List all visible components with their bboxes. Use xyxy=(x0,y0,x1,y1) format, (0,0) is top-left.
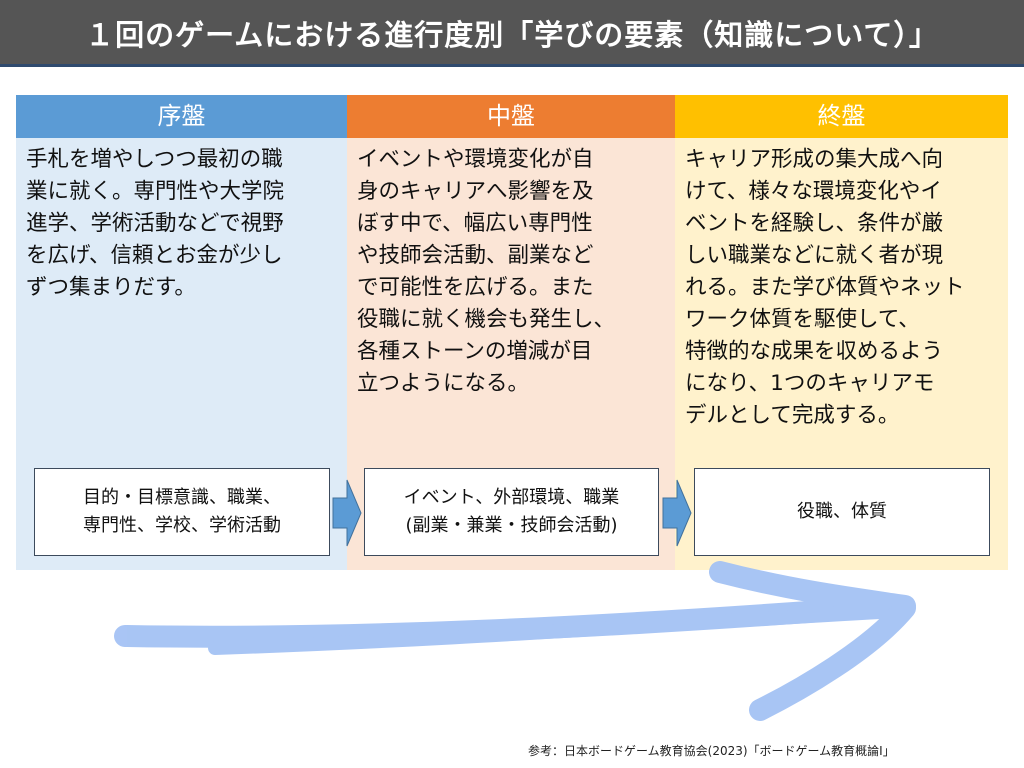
text-line: ぼす中で、幅広い専門性 xyxy=(357,211,593,236)
text-line: ワーク体質を駆使して、 xyxy=(685,307,920,332)
box-text-line: (副業・兼業・技師会活動) xyxy=(405,515,618,536)
column-text: キャリア形成の集大成へ向けて、様々な環境変化やイベントを経験し、条件が厳しい職業… xyxy=(675,138,1008,432)
elements-box-early: 目的・目標意識、職業、専門性、学校、学術活動 xyxy=(34,468,330,556)
text-line: 手札を増やしつつ最初の職 xyxy=(26,147,283,172)
elements-box-late: 役職、体質 xyxy=(694,468,990,556)
arrow-right-icon xyxy=(332,479,362,547)
slide-title: １回のゲームにおける進行度別「学びの要素（知識について）」 xyxy=(85,18,939,52)
column-header: 終盤 xyxy=(675,95,1008,138)
column-header: 中盤 xyxy=(347,95,675,138)
box-text-line: 目的・目標意識、職業、 xyxy=(83,487,281,508)
text-line: 各種ストーンの増減が目 xyxy=(357,339,593,364)
text-line: で可能性を広げる。また xyxy=(357,275,594,300)
column-header: 序盤 xyxy=(16,95,347,138)
text-line: 特徴的な成果を収めるよう xyxy=(685,339,944,364)
text-line: 進学、学術活動などで視野 xyxy=(26,211,284,236)
box-text-line: 役職、体質 xyxy=(797,501,887,522)
column-text: イベントや環境変化が自身のキャリアへ影響を及ぼす中で、幅広い専門性や技師会活動、… xyxy=(347,138,675,400)
text-line: ベントを経験し、条件が厳 xyxy=(685,211,944,236)
text-line: キャリア形成の集大成へ向 xyxy=(685,147,944,172)
text-line: デルとして完成する。 xyxy=(685,403,900,428)
text-line: イベントや環境変化が自 xyxy=(357,147,594,172)
title-bar: １回のゲームにおける進行度別「学びの要素（知識について）」 xyxy=(0,0,1024,67)
text-line: を広げ、信頼とお金が少し xyxy=(26,243,283,268)
text-line: けて、様々な環境変化やイ xyxy=(685,179,942,204)
text-line: れる。また学び体質やネット xyxy=(685,275,965,300)
text-line: 業に就く。専門性や大学院 xyxy=(26,179,285,204)
elements-box-middle: イベント、外部環境、職業 (副業・兼業・技師会活動) xyxy=(364,468,659,556)
text-line: 身のキャリアへ影響を及 xyxy=(357,179,594,204)
arrow-right-icon xyxy=(662,479,692,547)
box-text-line: イベント、外部環境、職業 xyxy=(403,487,620,508)
text-line: になり、1つのキャリアモ xyxy=(685,371,935,396)
column-text: 手札を増やしつつ最初の職業に就く。専門性や大学院進学、学術活動などで視野を広げ、… xyxy=(16,138,347,304)
text-line: しい職業などに就く者が現 xyxy=(685,243,944,268)
reference-citation: 参考：日本ボードゲーム教育協会(2023)「ボードゲーム教育概論Ⅰ」 xyxy=(528,744,895,758)
box-text-line: 専門性、学校、学術活動 xyxy=(83,515,281,536)
text-line: 立つようになる。 xyxy=(357,371,530,396)
text-line: や技師会活動、副業など xyxy=(357,243,594,268)
text-line: 役職に就く機会も発生し、 xyxy=(357,307,616,332)
text-line: ずつ集まりだす。 xyxy=(26,275,196,300)
